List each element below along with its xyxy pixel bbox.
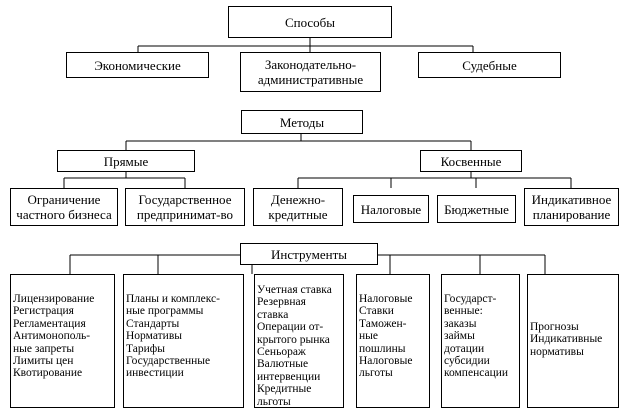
list-item: Резервная	[257, 296, 306, 309]
list-item: инвестиции	[126, 367, 184, 380]
list-indicative: Прогнозы Индикативные нормативы	[527, 274, 619, 408]
list-item: Ставки	[359, 305, 394, 318]
list-item: пошлины	[359, 342, 406, 355]
list-monetary: Учетная ставка Резервная ставка Операции…	[254, 274, 344, 408]
list-item: Кредитные	[257, 383, 312, 396]
label-monetary-1: Денежно-	[270, 192, 326, 207]
list-item: Налоговые	[359, 355, 413, 368]
list-item: ные программы	[126, 305, 204, 318]
list-item: нормативы	[530, 345, 584, 358]
label-monetary-2: кредитные	[268, 207, 328, 222]
label-judicial: Судебные	[462, 57, 517, 73]
label-limit-2: частного бизнеса	[16, 207, 112, 222]
label-instruments: Инструменты	[271, 246, 347, 262]
box-limit-business: Ограничение частного бизнеса	[10, 188, 118, 226]
list-item: заказы	[444, 317, 477, 330]
list-item: Антимонополь-	[13, 330, 91, 343]
list-item: льготы	[359, 367, 393, 380]
box-indicative-plan: Индикативное планирование	[524, 188, 619, 226]
list-item: крытого рынка	[257, 333, 330, 346]
list-tax: Налоговые Ставки Таможен- ные пошлины На…	[356, 274, 430, 408]
box-legal: Законодательно- административные	[240, 52, 381, 92]
list-item: дотации	[444, 342, 485, 355]
list-item: Стандарты	[126, 317, 180, 330]
label-plan-2: планирование	[532, 207, 611, 222]
box-monetary: Денежно- кредитные	[253, 188, 343, 226]
list-item: интервенции	[257, 370, 321, 383]
label-direct: Прямые	[103, 153, 149, 169]
list-item: ные запреты	[13, 342, 75, 355]
list-item: Прогнозы	[530, 321, 579, 333]
label-indirect: Косвенные	[440, 153, 502, 169]
list-budget: Государст- венные: заказы займы дотации …	[441, 274, 520, 408]
box-instruments: Инструменты	[240, 243, 378, 265]
list-item: займы	[444, 330, 475, 343]
box-indirect: Косвенные	[420, 150, 522, 172]
list-item: компенсации	[444, 367, 509, 380]
list-item: Валютные	[257, 358, 309, 371]
label-legal-2: административные	[257, 72, 364, 87]
list-item: Лимиты цен	[13, 355, 74, 368]
list-item: Операции от-	[257, 321, 324, 334]
list-item: Государст-	[444, 293, 497, 305]
list-item: Таможен-	[359, 317, 407, 330]
list-item: Нормативы	[126, 330, 182, 343]
list-item: льготы	[257, 395, 291, 408]
list-item: Индикативные	[530, 333, 603, 346]
box-economic: Экономические	[66, 52, 209, 78]
list-item: Планы и комплекс-	[126, 293, 220, 305]
list-direct-limit: Лицензирование Регистрация Регламентация…	[10, 274, 115, 408]
label-methods: Методы	[279, 114, 325, 130]
list-item: Лицензирование	[13, 293, 95, 305]
list-item: венные:	[444, 305, 483, 318]
list-item: Регистрация	[13, 305, 74, 318]
box-state-business: Государственное предпринимат-во	[125, 188, 245, 226]
list-item: Регламентация	[13, 317, 86, 330]
label-economic: Экономические	[94, 57, 181, 73]
label-tax: Налоговые	[360, 201, 422, 217]
list-item: ставка	[257, 308, 289, 321]
label-ways: Способы	[284, 14, 336, 30]
box-direct: Прямые	[57, 150, 195, 172]
list-item: Учетная ставка	[257, 284, 332, 296]
box-judicial: Судебные	[418, 52, 561, 78]
list-item: субсидии	[444, 355, 490, 368]
list-item: Квотирование	[13, 367, 83, 380]
label-legal-1: Законодательно-	[264, 57, 357, 72]
list-direct-state: Планы и комплекс- ные программы Стандарт…	[123, 274, 244, 408]
label-state-2: предпринимат-во	[136, 207, 234, 222]
box-methods: Методы	[241, 110, 363, 134]
label-budget: Бюджетные	[444, 201, 509, 217]
box-tax: Налоговые	[353, 195, 429, 223]
list-item: Государственные	[126, 355, 211, 368]
list-item: ные	[359, 330, 378, 343]
list-item: Тарифы	[126, 342, 165, 355]
box-budget: Бюджетные	[437, 195, 516, 223]
list-item: Сеньораж	[257, 346, 306, 359]
list-item: Налоговые	[359, 293, 413, 305]
label-limit-1: Ограничение	[27, 192, 101, 207]
box-ways: Способы	[228, 6, 392, 38]
label-state-1: Государственное	[138, 192, 232, 207]
label-plan-1: Индикативное	[531, 192, 612, 207]
